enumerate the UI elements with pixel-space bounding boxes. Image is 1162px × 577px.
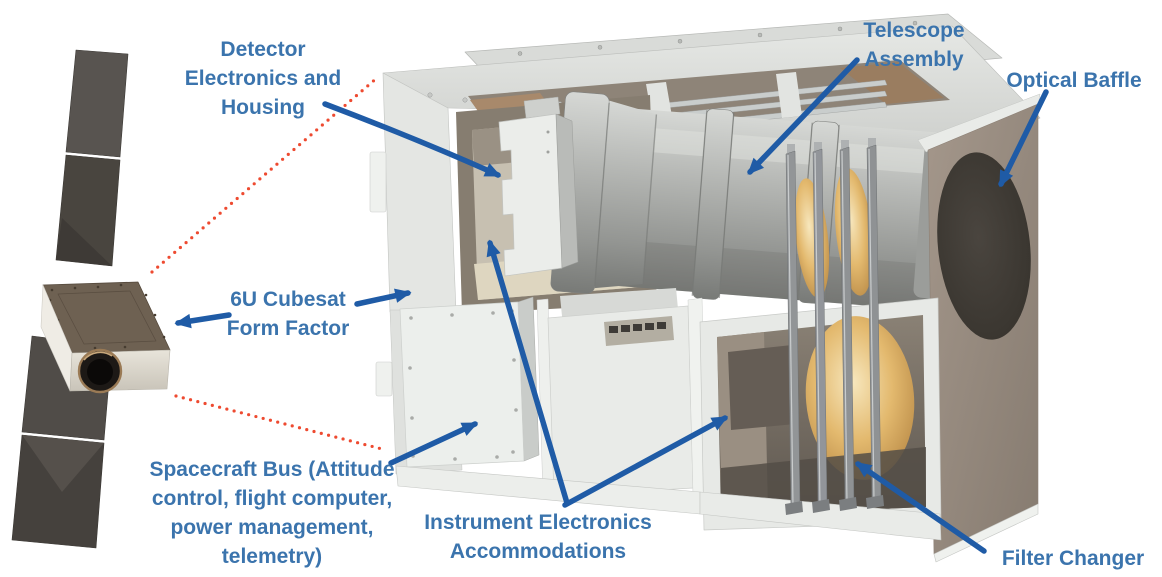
label-line: 6U Cubesat [230,288,346,311]
instrument-cutaway-render [369,13,1041,563]
arrow-form-factor-left [174,312,232,329]
arrow-telescope-assembly [747,57,860,175]
left-wall-tab [369,151,387,213]
label-line: Optical Baffle [1006,69,1142,92]
label-line: Detector [220,38,306,61]
label-line: Filter Changer [1001,547,1145,570]
leader-dotted-bottom [174,394,388,452]
base-skid [395,465,1039,563]
optical-baffle-aperture [937,152,1031,340]
optical-aperture [77,348,123,394]
label-spacecraft-bus: Spacecraft Bus (Attitude control, flight… [149,455,394,571]
top-plate-screws [517,20,918,56]
filter-optic-lower [805,316,915,480]
label-line: Instrument Electronics [424,511,652,534]
filter-blade [785,144,803,515]
cubesat-render [11,49,171,549]
detail-leader-lines [150,75,388,452]
label-line: Electronics and [184,67,342,90]
arrow-filter-changer [855,461,987,554]
spacecraft-bus-panel [399,296,540,468]
label-optical-baffle: Optical Baffle [1006,66,1141,95]
label-line: telemetry) [221,545,323,568]
label-telescope-assembly: Telescope Assembly [863,16,964,74]
arrow-instrument-electronics-right [562,415,729,508]
label-line: Accommodations [449,540,627,563]
arrow-detector-electronics [322,101,502,178]
filter-blade [839,140,857,511]
label-line: Housing [220,96,305,119]
label-detector-electronics: Detector Electronics and Housing [185,35,341,122]
arrow-instrument-electronics-left [486,239,570,506]
label-line: power management, [170,516,374,539]
shell-left-wall [382,72,457,313]
solar-array-upper [55,49,129,267]
filter-changer-blades [785,138,884,515]
filter-blade [866,138,884,509]
rivets [48,283,166,350]
filter-blade [812,142,830,513]
label-instrument-electronics: Instrument Electronics Accommodations [424,508,652,566]
label-line: control, flight computer, [151,487,393,510]
label-line: Form Factor [226,317,350,340]
arrow-form-factor-right [354,288,412,307]
cubesat-bus-body [40,281,171,394]
label-line: Assembly [864,48,964,71]
callout-arrows [174,57,1049,554]
arrow-optical-baffle [998,89,1049,188]
detector-housing-plate [498,96,579,277]
label-filter-changer: Filter Changer [1002,544,1144,573]
label-line: Telescope [863,19,965,42]
label-line: Spacecraft Bus (Attitude [149,458,395,481]
electronics-box [547,288,708,497]
front-face [917,93,1041,555]
label-cubesat-form-factor: 6U Cubesat Form Factor [227,285,350,343]
arrow-spacecraft-bus [388,421,479,466]
panel-screws [408,309,518,461]
